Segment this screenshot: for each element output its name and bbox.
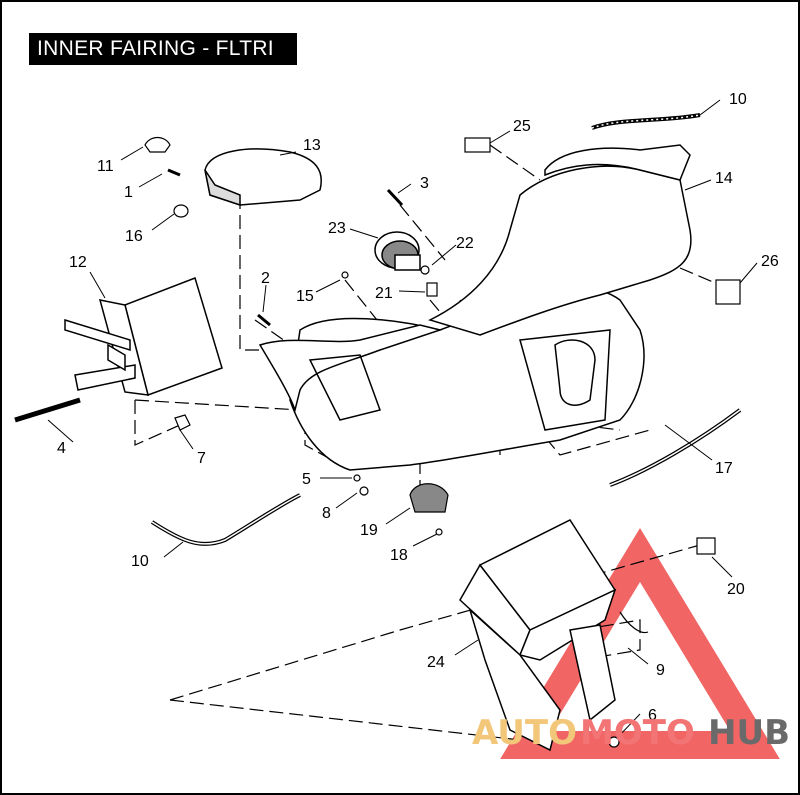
clamp-part-19 bbox=[409, 483, 449, 513]
callout-3: 3 bbox=[420, 175, 429, 192]
callout-21: 21 bbox=[375, 285, 393, 302]
clip-part-11 bbox=[144, 136, 171, 153]
gauge-part-23 bbox=[374, 231, 421, 271]
screw-part-3 bbox=[386, 188, 404, 207]
callout-24: 24 bbox=[427, 654, 445, 671]
callout-23: 23 bbox=[328, 220, 346, 237]
callout-9: 9 bbox=[656, 662, 665, 679]
watermark-auto: AUTO bbox=[472, 713, 577, 753]
bulb-part-21 bbox=[426, 282, 438, 297]
callout-17: 17 bbox=[715, 460, 733, 477]
callout-22: 22 bbox=[456, 235, 474, 252]
wire-part-10-top bbox=[591, 113, 701, 130]
leader-lines bbox=[47, 99, 758, 739]
screw-part-1 bbox=[167, 168, 181, 177]
screw-part-15 bbox=[341, 271, 349, 279]
nut-part-6 bbox=[608, 736, 620, 748]
cover-part-13 bbox=[204, 148, 322, 207]
clip-part-9 bbox=[619, 611, 649, 634]
callout-13: 13 bbox=[303, 137, 321, 154]
callout-2: 2 bbox=[261, 270, 270, 287]
hardware-parts bbox=[14, 136, 741, 748]
connector-part-20 bbox=[696, 537, 716, 555]
callout-5: 5 bbox=[302, 471, 311, 488]
callout-10-bottom: 10 bbox=[131, 553, 149, 570]
bracket-part-24 bbox=[459, 519, 617, 752]
callout-25: 25 bbox=[513, 118, 531, 135]
callout-19: 19 bbox=[360, 522, 378, 539]
screw-part-2 bbox=[257, 313, 271, 327]
washer-part-5 bbox=[353, 474, 361, 482]
callout-15: 15 bbox=[296, 288, 314, 305]
page-title: INNER FAIRING - FLTRI bbox=[37, 37, 274, 60]
connector-part-26 bbox=[715, 279, 741, 305]
callout-11: 11 bbox=[97, 158, 114, 175]
socket-part-22 bbox=[420, 265, 430, 275]
watermark-logo: AUTO MOTO HUB bbox=[472, 713, 790, 753]
connector-part-25 bbox=[464, 137, 491, 153]
callout-12: 12 bbox=[69, 254, 87, 271]
callout-8: 8 bbox=[322, 505, 331, 522]
callout-14: 14 bbox=[715, 170, 733, 187]
callout-4: 4 bbox=[57, 440, 66, 457]
callout-10-top: 10 bbox=[729, 91, 747, 108]
bolt-part-4 bbox=[14, 397, 81, 423]
callout-26: 26 bbox=[761, 253, 779, 270]
grommet-part-16 bbox=[173, 204, 189, 218]
screw-part-18 bbox=[435, 528, 443, 536]
callout-labels: 11 1 16 13 12 2 15 3 23 22 21 25 10 14 2… bbox=[57, 91, 779, 724]
title-banner: INNER FAIRING - FLTRI bbox=[29, 33, 297, 65]
watermark-moto: MOTO bbox=[580, 713, 695, 753]
callout-16: 16 bbox=[125, 228, 143, 245]
callout-6: 6 bbox=[648, 707, 657, 724]
callout-1: 1 bbox=[124, 184, 133, 201]
bracket-part-12 bbox=[64, 277, 223, 396]
watermark-hub: HUB bbox=[708, 713, 790, 753]
callout-7: 7 bbox=[197, 450, 206, 467]
nut-part-7 bbox=[174, 414, 191, 431]
callout-18: 18 bbox=[390, 547, 408, 564]
wire-part-10-bottom bbox=[150, 493, 301, 546]
nut-part-8 bbox=[359, 486, 369, 496]
callout-20: 20 bbox=[727, 581, 745, 598]
inner-fairing-part-14 bbox=[258, 144, 692, 471]
